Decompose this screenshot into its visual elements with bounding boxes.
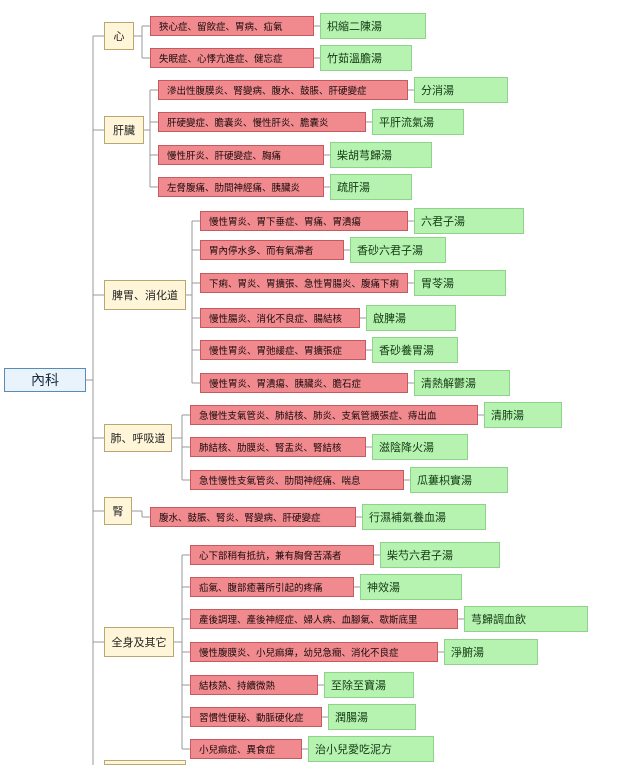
disease-node[interactable]: 肺結核、肋膜炎、腎盂炎、腎結核 (190, 437, 366, 457)
category-node[interactable]: 脾胃、消化道 (104, 280, 186, 310)
remedy-node[interactable]: 疏肝湯 (330, 174, 412, 200)
disease-node[interactable]: 慢性胃炎、胃弛緩症、胃擴張症 (200, 340, 366, 360)
root-node[interactable]: 內科 (4, 368, 86, 392)
remedy-node[interactable]: 胃苓湯 (414, 270, 506, 296)
disease-node[interactable]: 慢性胃炎、胃潰瘍、胰臟炎、膽石症 (200, 373, 408, 393)
remedy-node[interactable]: 柴胡芎歸湯 (330, 142, 432, 168)
remedy-node[interactable]: 潤腸湯 (328, 704, 416, 730)
disease-node[interactable]: 左脅腹痛、肋間神經痛、胰臟炎 (158, 177, 324, 197)
disease-node[interactable]: 疝氣、腹部癒著所引起的疼痛 (190, 577, 354, 597)
remedy-node[interactable]: 平肝流氣湯 (372, 109, 464, 135)
category-node[interactable]: 腎 (104, 497, 132, 525)
remedy-node[interactable]: 清熱解鬱湯 (414, 370, 510, 396)
disease-node[interactable]: 結核熱、持續微熱 (190, 675, 318, 695)
remedy-node[interactable]: 香砂養胃湯 (372, 337, 458, 363)
category-node[interactable]: 肺、呼吸道 (104, 424, 172, 452)
disease-node[interactable]: 下痢、胃炎、胃擴張、急性胃腸炎、腹痛下痢 (200, 273, 408, 293)
remedy-node[interactable]: 行濕補氣養血湯 (362, 504, 486, 530)
disease-node[interactable]: 習慣性便秘、動脈硬化症 (190, 707, 322, 727)
disease-node[interactable]: 慢性肝炎、肝硬變症、胸痛 (158, 145, 324, 165)
remedy-node[interactable]: 至除至寶湯 (324, 672, 414, 698)
disease-node[interactable]: 胃內停水多、而有氣滯者 (200, 240, 344, 260)
remedy-node[interactable]: 分消湯 (414, 77, 508, 103)
remedy-node[interactable]: 治小兒愛吃泥方 (308, 736, 434, 762)
category-node[interactable]: 肝臟 (104, 116, 144, 144)
disease-node[interactable]: 急慢性支氣管炎、肺結核、肺炎、支氣管擴張症、痔出血 (190, 405, 478, 425)
remedy-node[interactable]: 淨腑湯 (444, 639, 538, 665)
remedy-node[interactable]: 瓜蔞枳實湯 (410, 467, 508, 493)
remedy-node[interactable]: 神效湯 (360, 574, 462, 600)
disease-node[interactable]: 腹水、鼓脹、腎炎、腎變病、肝硬變症 (150, 507, 356, 527)
remedy-node[interactable]: 香砂六君子湯 (350, 237, 446, 263)
disease-node[interactable]: 小兒痲症、異食症 (190, 739, 302, 759)
remedy-node[interactable]: 芎歸調血飲 (464, 606, 588, 632)
disease-node[interactable]: 滲出性腹膜炎、腎變病、腹水、鼓脹、肝硬變症 (158, 80, 408, 100)
disease-node[interactable]: 急性慢性支氣管炎、肋間神經痛、喘息 (190, 470, 404, 490)
remedy-node[interactable]: 六君子湯 (414, 208, 524, 234)
remedy-node[interactable]: 滋陰降火湯 (372, 434, 468, 460)
disease-node[interactable]: 慢性胃炎、胃下垂症、胃痛、胃潰瘍 (200, 211, 408, 231)
disease-node[interactable]: 心下部稍有抵抗，兼有胸脅苦滿者 (190, 545, 374, 565)
remedy-node[interactable]: 啟脾湯 (366, 305, 456, 331)
remedy-node[interactable]: 竹茹溫膽湯 (320, 45, 412, 71)
disease-node[interactable]: 狹心症、留飲症、胃病、疝氣 (150, 16, 314, 36)
disease-node[interactable]: 慢性腹膜炎、小兒痲痺，幼兒急癇、消化不良症 (190, 642, 438, 662)
remedy-node[interactable]: 柴芍六君子湯 (380, 542, 500, 568)
disease-node[interactable]: 失眠症、心悸亢進症、健忘症 (150, 48, 314, 68)
disease-node[interactable]: 產後調理、產後神經症、婦人病、血腳氣、歇斯底里 (190, 609, 458, 629)
category-node[interactable]: 心 (104, 22, 134, 50)
category-node[interactable]: 全身及其它 (104, 627, 174, 657)
remedy-node[interactable]: 清肺湯 (484, 402, 562, 428)
category-node-partial[interactable] (104, 760, 186, 765)
disease-node[interactable]: 肝硬變症、膽嚢炎、慢性肝炎、膽囊炎 (158, 112, 366, 132)
disease-node[interactable]: 慢性腸炎、消化不良症、腸結核 (200, 308, 360, 328)
remedy-node[interactable]: 枳縮二陳湯 (320, 13, 426, 39)
